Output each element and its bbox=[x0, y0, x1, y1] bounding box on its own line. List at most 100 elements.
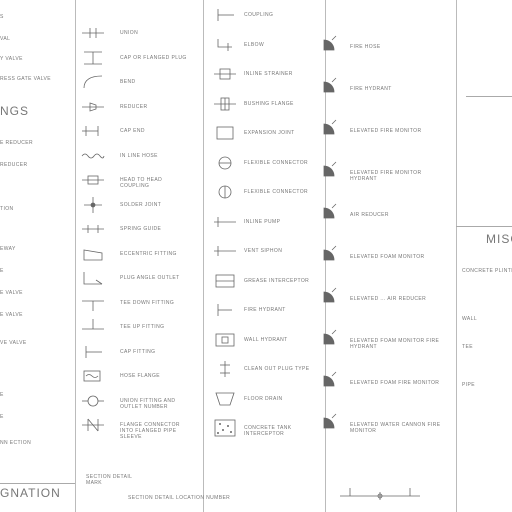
solder-icon bbox=[84, 196, 102, 213]
symbol-label: HOSE FLANGE bbox=[120, 373, 160, 379]
symbol-label: TEE UP FITTING bbox=[120, 324, 165, 330]
fire-monitor-icon bbox=[323, 287, 337, 303]
flex-icon bbox=[218, 156, 232, 169]
section-location-label: SECTION DETAIL LOCATION NUMBER bbox=[128, 495, 231, 501]
symbol-label: WALL HYDRANT bbox=[244, 336, 288, 343]
symbol-label: BUSHING FLANGE bbox=[244, 100, 294, 107]
coupling-icon bbox=[82, 175, 104, 185]
cap2-icon bbox=[85, 345, 102, 358]
bushing-icon bbox=[214, 97, 236, 110]
symbol-label: TION bbox=[0, 206, 14, 212]
symbol-label: ELEVATED ... AIR REDUCER bbox=[350, 296, 427, 302]
column-divider bbox=[203, 0, 204, 512]
fittings-heading: NGS bbox=[0, 104, 30, 118]
symbol-label: ELEVATED FOAM MONITOR bbox=[350, 254, 425, 260]
flex2-icon bbox=[218, 185, 232, 199]
reducer-icon bbox=[82, 101, 104, 112]
symbol-label: NN ECTION bbox=[0, 440, 32, 446]
symbol-label: SOLDER JOINT bbox=[120, 201, 162, 208]
symbol-label: CAP FITTING bbox=[120, 348, 156, 355]
capend-icon bbox=[82, 126, 99, 136]
fire-monitor-icon bbox=[323, 161, 337, 177]
misc-heading: MISC bbox=[486, 232, 512, 246]
symbol-label: CAP OR FLANGED PLUG bbox=[120, 54, 187, 61]
bend-icon bbox=[83, 75, 103, 89]
column-divider bbox=[456, 0, 457, 512]
symbol-label: REDUCER bbox=[0, 162, 28, 168]
symbol-label: ELEVATED WATER CANNON FIRE MONITOR bbox=[350, 422, 441, 434]
cap-icon bbox=[84, 51, 102, 64]
symbol-label: FLOOR DRAIN bbox=[244, 395, 283, 402]
symbol-label: HEAD TO HEAD COUPLING bbox=[120, 177, 163, 189]
designation-heading: GNATION bbox=[0, 486, 61, 500]
symbol-label: VENT SIPHON bbox=[244, 248, 283, 254]
symbol-label: FIRE HYDRANT bbox=[244, 307, 286, 313]
strainer-icon bbox=[214, 68, 236, 80]
symbol-label: EXPANSION JOINT bbox=[244, 130, 295, 136]
symbol-label: Y VALVE bbox=[0, 56, 23, 62]
symbol-label: VAL bbox=[0, 36, 11, 42]
coupling2-icon bbox=[217, 9, 234, 21]
symbol-label: E bbox=[0, 392, 4, 398]
fire-monitor-icon bbox=[323, 245, 337, 261]
misc-rule bbox=[466, 96, 512, 97]
fire-monitor-icon bbox=[323, 203, 337, 219]
elbow-icon bbox=[217, 38, 232, 51]
section-mark-label: SECTION DETAIL MARK bbox=[86, 474, 133, 486]
symbol-label: CONCRETE PLINTH bbox=[462, 268, 512, 274]
symbol-label: IN LINE HOSE bbox=[120, 152, 158, 159]
fire-monitor-icon bbox=[323, 371, 337, 387]
symbol-label: ECCENTRIC FITTING bbox=[120, 250, 177, 257]
pump-icon bbox=[214, 216, 236, 227]
symbol-label: AIR REDUCER bbox=[350, 212, 389, 218]
symbol-label: FIRE HYDRANT bbox=[350, 86, 392, 92]
symbol-label: EWAY bbox=[0, 246, 16, 252]
guide-icon bbox=[82, 225, 104, 233]
symbol-label: FLEXIBLE CONNECTOR bbox=[244, 159, 309, 166]
symbol-label: BEND bbox=[120, 79, 136, 85]
fire-monitor-icon bbox=[323, 119, 337, 135]
symbol-label: ELEVATED FIRE MONITOR bbox=[350, 128, 422, 134]
symbol-label: E VALVE bbox=[0, 290, 23, 296]
fire-monitor-icon bbox=[323, 35, 337, 51]
symbol-label: FIRE HOSE bbox=[350, 44, 381, 50]
cleanout-icon bbox=[220, 361, 230, 377]
symbol-label: WALL bbox=[462, 316, 478, 322]
symbol-label: INLINE PUMP bbox=[244, 218, 281, 225]
teedown-icon bbox=[82, 300, 104, 311]
symbol-label: ELEVATED FOAM MONITOR FIRE HYDRANT bbox=[350, 338, 440, 350]
symbol-label: UNION FITTING AND OUTLET NUMBER bbox=[120, 397, 176, 410]
fire-monitor-icon bbox=[323, 77, 337, 93]
outlet-icon bbox=[82, 395, 104, 406]
symbol-label: E bbox=[0, 268, 4, 274]
union-icon bbox=[82, 28, 104, 38]
symbol-label: ELBOW bbox=[244, 41, 265, 48]
symbol-label: UNION bbox=[120, 30, 139, 36]
wallhydrant-icon bbox=[215, 333, 235, 346]
symbol-label: SPRING GUIDE bbox=[120, 226, 162, 232]
symbol-label: E REDUCER bbox=[0, 140, 34, 146]
symbol-label: S bbox=[0, 14, 4, 20]
grease-icon bbox=[215, 274, 235, 287]
symbol-label: CAP END bbox=[120, 128, 145, 134]
hoseflange-icon bbox=[83, 370, 101, 382]
symbol-label: VE VALVE bbox=[0, 340, 27, 346]
hydrant-icon bbox=[217, 304, 232, 316]
symbol-label: E VALVE bbox=[0, 312, 23, 318]
vent-icon bbox=[214, 246, 236, 256]
symbol-label: COUPLING bbox=[244, 12, 274, 18]
symbol-label: GREASE INTERCEPTOR bbox=[244, 277, 310, 284]
angle-icon bbox=[83, 272, 103, 285]
symbol-label: E bbox=[0, 414, 4, 420]
symbol-label: REDUCER bbox=[120, 103, 148, 110]
misc-rule bbox=[456, 226, 512, 227]
drain-icon bbox=[215, 392, 235, 405]
symbol-label: INLINE STRAINER bbox=[244, 71, 293, 77]
column-divider bbox=[75, 0, 76, 512]
symbol-label: PLUG ANGLE OUTLET bbox=[120, 275, 180, 281]
tank-icon bbox=[214, 419, 236, 437]
pipe-detail-icon bbox=[340, 488, 420, 500]
symbol-label: TEE DOWN FITTING bbox=[120, 299, 175, 306]
flangeconn-icon bbox=[82, 418, 104, 432]
